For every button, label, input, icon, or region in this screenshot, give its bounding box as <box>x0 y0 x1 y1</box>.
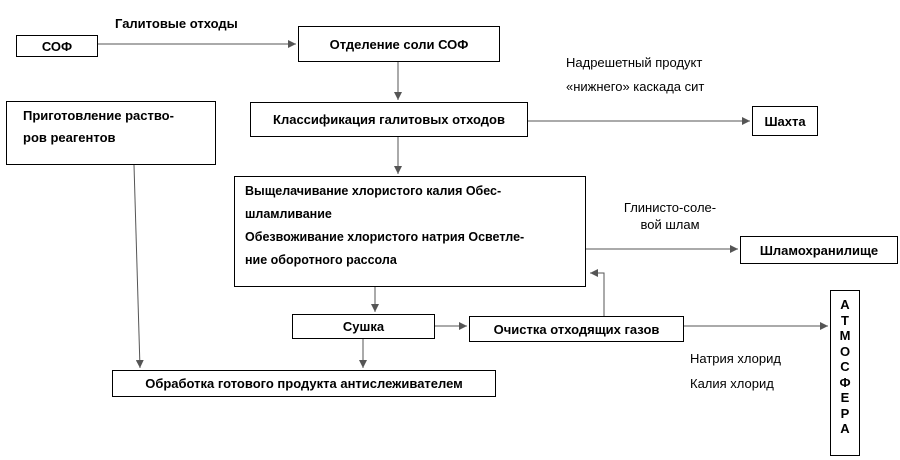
reagent-prep-line1: Приготовление раство- <box>23 108 174 123</box>
salt-separation-label: Отделение соли СОФ <box>329 36 469 52</box>
sodium-chloride-label: Натрия хлорид <box>690 351 781 366</box>
mine-box: Шахта <box>752 106 818 136</box>
leaching-box: Выщелачивание хлористого калия Обес- шла… <box>234 176 586 287</box>
sludge-storage-box: Шламохранилище <box>740 236 898 264</box>
atmosphere-letter: А <box>840 297 850 312</box>
classification-box: Классификация галитовых отходов <box>250 102 528 137</box>
drying-box: Сушка <box>292 314 435 339</box>
atmosphere-letter: А <box>840 421 850 436</box>
clay-salt-sludge-label-line1: Глинисто-соле- <box>623 200 717 215</box>
salt-separation-box: Отделение соли СОФ <box>298 26 500 62</box>
oversize-product-label-line2: «нижнего» каскада сит <box>566 79 705 94</box>
mine-label: Шахта <box>764 113 806 129</box>
atmosphere-box: А Т М О С Ф Е Р А <box>830 290 860 456</box>
potassium-chloride-label: Калия хлорид <box>690 376 774 391</box>
gas-cleaning-label: Очистка отходящих газов <box>493 321 660 337</box>
atmosphere-letter: С <box>840 359 850 374</box>
leaching-line4: ние оборотного рассола <box>245 253 397 267</box>
leaching-line3: Обезвоживание хлористого натрия Осветле- <box>245 230 525 244</box>
leaching-line1: Выщелачивание хлористого калия Обес- <box>245 184 502 198</box>
drying-label: Сушка <box>342 319 385 334</box>
anticaking-label: Обработка готового продукта антислеживат… <box>145 376 463 391</box>
sof-label: СОФ <box>41 38 73 54</box>
reagent-prep-line2: ров реагентов <box>23 130 116 145</box>
atmosphere-letter: Е <box>840 390 850 405</box>
anticaking-box: Обработка готового продукта антислеживат… <box>112 370 496 397</box>
atmosphere-letter: Т <box>841 312 849 328</box>
atmosphere-letter: Ф <box>839 374 851 390</box>
halite-waste-label: Галитовые отходы <box>115 16 238 31</box>
oversize-product-label-line1: Надрешетный продукт <box>566 55 703 70</box>
reagent-prep-box: Приготовление раство- ров реагентов <box>6 101 216 165</box>
atmosphere-letter: Р <box>840 405 850 421</box>
gas-cleaning-box: Очистка отходящих газов <box>469 316 684 342</box>
atmosphere-letter: М <box>839 328 851 343</box>
arrow-gas-cleaning-to-leaching <box>590 269 605 316</box>
atmosphere-letter: О <box>839 343 851 359</box>
sludge-storage-label: Шламохранилище <box>759 242 879 258</box>
classification-label: Классификация галитовых отходов <box>273 112 505 127</box>
leaching-line2: шламливание <box>245 207 332 221</box>
clay-salt-sludge-label-line2: вой шлам <box>640 217 700 232</box>
arrow-reagent-prep-to-anticaking <box>133 164 144 369</box>
sof-box: СОФ <box>16 35 98 57</box>
